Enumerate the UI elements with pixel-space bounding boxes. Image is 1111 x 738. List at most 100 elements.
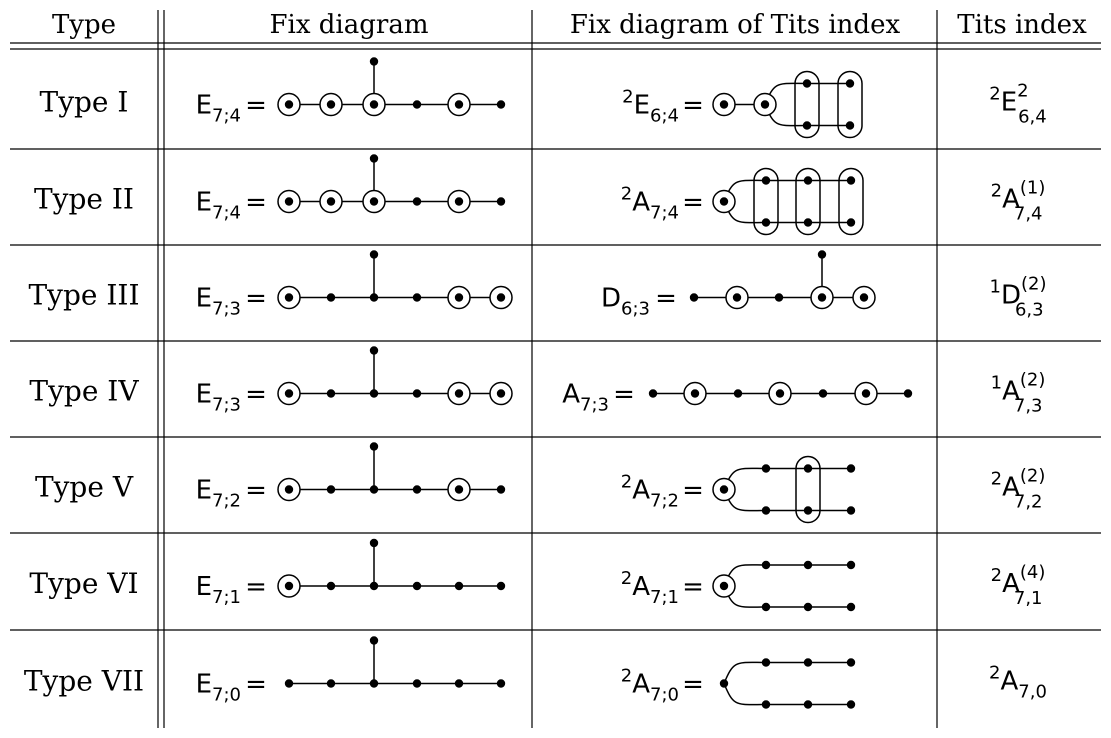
e7-label: E7;2 (196, 476, 241, 512)
node-dot (761, 700, 771, 709)
label-subscript: 7,0 (1018, 682, 1047, 703)
e7-label: E7;3 (196, 284, 241, 320)
e7-label: E7;4 (196, 91, 241, 127)
node-dot (733, 389, 743, 398)
orbit-oval (753, 167, 779, 236)
node-dot (803, 506, 813, 515)
equals-sign: = (245, 476, 267, 506)
node-dot (412, 485, 422, 494)
node-dot (817, 293, 827, 302)
orbit-oval (838, 167, 864, 236)
node-dot (761, 176, 771, 185)
label-prescript: 2 (991, 181, 1002, 202)
node-dot (803, 560, 813, 570)
label-subscript: 7;3 (212, 299, 241, 320)
label-subscript: 7;0 (650, 685, 679, 706)
label-base: A (632, 572, 650, 602)
node-dot (369, 250, 379, 259)
node-dot (369, 636, 379, 645)
tits-index: 1A(2)7,3 (991, 370, 1046, 417)
table-grid (10, 10, 1101, 728)
node-dot (845, 79, 855, 88)
node-dot (803, 218, 813, 227)
label-prescript: 2 (991, 565, 1002, 586)
equals-sign: = (682, 476, 704, 506)
row-type-label: Type VI (29, 567, 138, 600)
label-subscript: 7;4 (212, 203, 241, 224)
node-dot (326, 485, 336, 494)
node-dot (803, 176, 813, 185)
label-base: A (632, 188, 650, 218)
node-dot (496, 293, 506, 302)
node-dot (284, 679, 294, 688)
label-prescript: 2 (622, 87, 633, 108)
orbit-oval (795, 167, 821, 236)
node-dot (817, 250, 827, 259)
label-prescript: 2 (621, 568, 632, 589)
e7-label: E7;1 (196, 572, 241, 608)
node-dot (326, 679, 336, 688)
node-dot (719, 100, 729, 109)
node-dot (761, 218, 771, 227)
tits-diagram-label: 2A7;2 (621, 472, 679, 512)
label-base: A (562, 380, 580, 410)
header-tits-index: Tits index (957, 10, 1087, 40)
tits-diagram-label: D6;3 (601, 284, 650, 320)
node-dot (719, 197, 729, 206)
node-dot (454, 197, 464, 206)
tits-diagram-label: 2A7;1 (621, 568, 679, 608)
label-prescript: 1 (991, 373, 1002, 394)
node-dot (845, 121, 855, 130)
label-subscript: 7,2 (1014, 492, 1043, 513)
equals-sign: = (245, 284, 267, 314)
node-dot (284, 581, 294, 591)
tits-diagram-label: 2A7;0 (621, 666, 679, 706)
equals-sign: = (245, 91, 267, 121)
label-base: A (1002, 569, 1020, 599)
node-dot (369, 346, 379, 355)
node-dot (803, 658, 813, 667)
tits-index: 2A7,0 (989, 663, 1047, 703)
node-dot (284, 485, 294, 494)
node-dot (412, 679, 422, 688)
row-type-label: Type III (28, 279, 139, 312)
label-base: E (1001, 88, 1017, 118)
label-base: E (634, 91, 650, 121)
label-prescript: 2 (621, 184, 632, 205)
label-subscript: 7,1 (1014, 588, 1043, 609)
node-dot (454, 293, 464, 302)
node-dot (774, 293, 784, 302)
label-subscript: 7;4 (650, 203, 679, 224)
node-dot (454, 679, 464, 688)
label-subscript: 7;2 (650, 491, 679, 512)
label-subscript: 7;4 (212, 106, 241, 127)
node-dot (760, 100, 770, 109)
label-base: E (196, 670, 212, 700)
node-dot (454, 485, 464, 494)
label-subscript: 7;3 (580, 395, 609, 416)
node-dot (369, 100, 379, 109)
label-subscript: 7;1 (650, 587, 679, 608)
e7-label: E7;4 (196, 188, 241, 224)
label-subscript: 6;3 (621, 299, 650, 320)
equals-sign: = (245, 670, 267, 700)
label-prescript: 2 (989, 663, 1000, 684)
tits-diagram-label: 2E6;4 (622, 87, 679, 127)
equals-sign: = (682, 188, 704, 218)
label-prescript: 2 (991, 469, 1002, 490)
node-dot (761, 560, 771, 570)
node-dot (412, 293, 422, 302)
label-subscript: 7,3 (1014, 396, 1043, 417)
node-dot (846, 700, 856, 709)
label-base: A (1001, 667, 1019, 697)
node-dot (846, 560, 856, 570)
node-dot (859, 293, 869, 302)
equals-sign: = (613, 380, 635, 410)
node-dot (846, 658, 856, 667)
